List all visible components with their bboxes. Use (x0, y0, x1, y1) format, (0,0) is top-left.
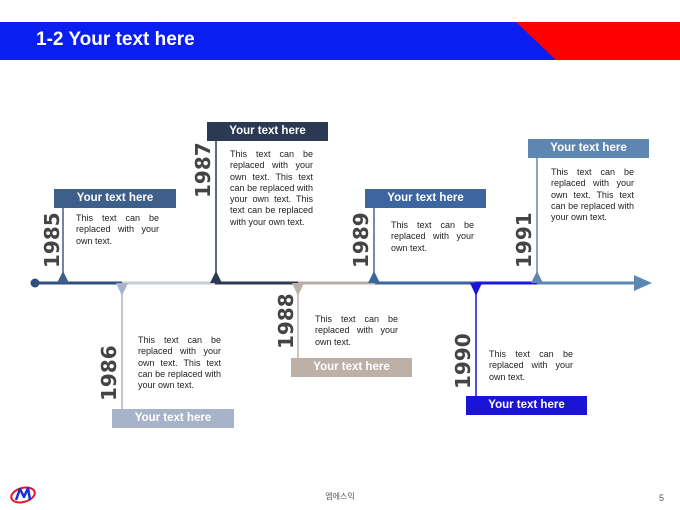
event-title-1990: Your text here (466, 396, 587, 415)
page-number: 5 (659, 493, 665, 503)
page-title: 1-2 Your text here (36, 29, 195, 50)
event-text-1991: This text can be replaced with your own … (551, 167, 634, 223)
year-label-1989: 1989 (349, 212, 373, 268)
year-label-1986: 1986 (97, 345, 121, 401)
axis-start-dot (30, 278, 40, 288)
footer-company: 엠에스익 (325, 492, 355, 501)
year-label-1991: 1991 (512, 212, 536, 268)
event-text-1986: This text can be replaced with your own … (138, 335, 221, 391)
year-label-1988: 1988 (274, 293, 298, 349)
company-logo-icon (10, 486, 36, 504)
axis-arrow-head (634, 275, 652, 291)
event-text-1987: This text can be replaced with your own … (230, 149, 313, 227)
event-title-1989: Your text here (365, 189, 486, 208)
header-red-accent (516, 22, 680, 60)
event-title-1985: Your text here (54, 189, 176, 208)
event-title-1987: Your text here (207, 122, 328, 141)
event-title-1986: Your text here (112, 409, 234, 428)
year-label-1990: 1990 (451, 333, 475, 389)
event-title-1988: Your text here (291, 358, 412, 377)
event-title-1991: Your text here (528, 139, 649, 158)
event-text-1989: This text can be replaced with your own … (391, 220, 474, 253)
event-text-1988: This text can be replaced with your own … (315, 314, 398, 347)
year-label-1987: 1987 (191, 142, 215, 198)
event-text-1990: This text can be replaced with your own … (489, 349, 573, 382)
year-label-1985: 1985 (40, 212, 64, 268)
event-text-1985: This text can be replaced with your own … (76, 213, 159, 246)
